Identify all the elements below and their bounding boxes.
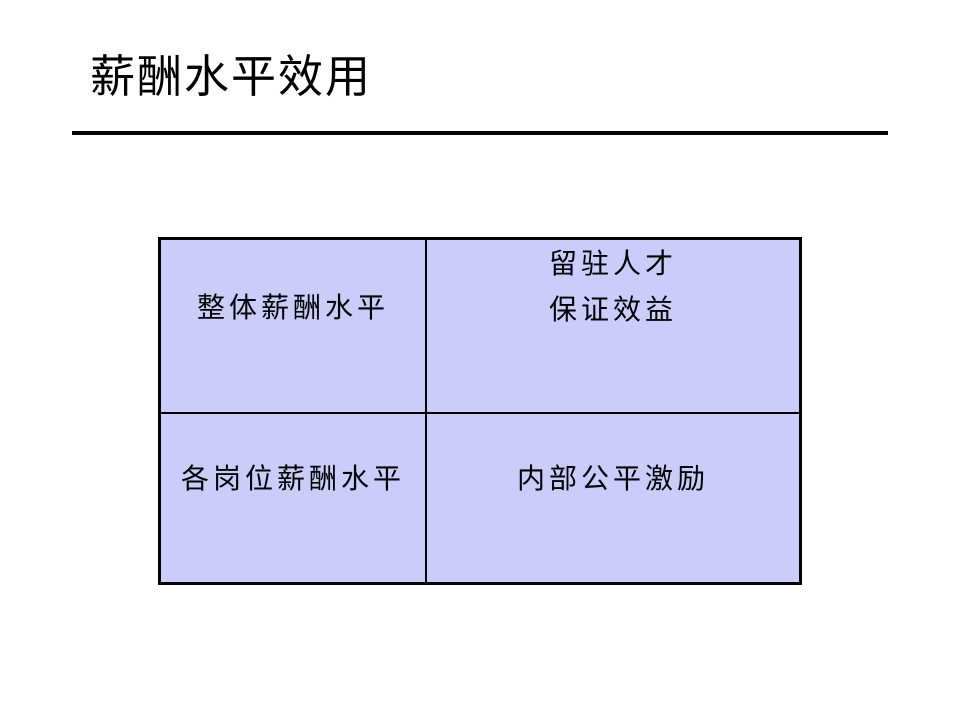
slide-title: 薪酬水平效用 bbox=[90, 52, 373, 102]
cell-overall-pay-level: 整体薪酬水平 bbox=[161, 240, 427, 414]
cell-retain-talent-line: 留驻人才 bbox=[548, 249, 677, 280]
cell-internal-fairness-incentive: 内部公平激励 bbox=[427, 414, 799, 582]
title-underline bbox=[72, 131, 888, 135]
cell-retain-talent-benefit: 留驻人才 保证效益 bbox=[427, 240, 799, 414]
cell-position-pay-level-text: 各岗位薪酬水平 bbox=[180, 464, 405, 495]
cell-overall-pay-level-text: 整体薪酬水平 bbox=[196, 293, 389, 324]
matrix-table: 整体薪酬水平 留驻人才 保证效益 各岗位薪酬水平 内部公平激励 bbox=[158, 237, 802, 585]
cell-guarantee-benefit-line: 保证效益 bbox=[548, 295, 677, 326]
cell-position-pay-level: 各岗位薪酬水平 bbox=[161, 414, 427, 582]
cell-internal-fairness-incentive-text: 内部公平激励 bbox=[516, 464, 709, 495]
